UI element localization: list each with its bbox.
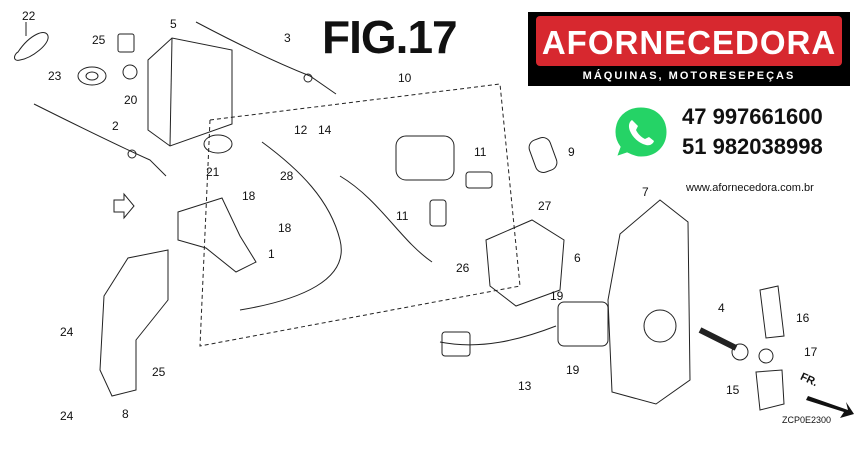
bolt-part: [698, 327, 738, 351]
callout-number: 16: [796, 311, 810, 325]
callout-number: 11: [474, 145, 487, 159]
callout-number: 6: [574, 251, 581, 265]
grommet-part: [122, 64, 138, 80]
callout-number: 5: [170, 17, 177, 31]
choke-cable-part: [33, 103, 167, 177]
key-part: [465, 171, 493, 189]
callout-number: 19: [566, 363, 580, 377]
clip-hole: [85, 71, 99, 81]
wire-harness-part: [239, 141, 342, 311]
cable-end: [303, 73, 313, 83]
callout-number: 13: [518, 379, 532, 393]
o-ring-part: [758, 348, 774, 364]
callout-number: 27: [538, 199, 552, 213]
callout-number: 7: [642, 185, 649, 199]
cable-end: [127, 149, 137, 159]
whatsapp-icon: [612, 104, 670, 161]
mounting-bracket-part: [485, 219, 565, 307]
cable-tie-part: [14, 32, 49, 61]
callout-number: 9: [568, 145, 575, 159]
brand-name-panel: AFORNECEDORA: [536, 16, 842, 66]
website-link[interactable]: www.afornecedora.com.br: [686, 182, 814, 194]
brand-logo: AFORNECEDORA MÁQUINAS, MOTORESEPEÇAS: [528, 12, 850, 86]
ignition-switch-part: [395, 135, 455, 181]
gasket-part: [759, 285, 785, 339]
callout-number: 25: [152, 365, 166, 379]
diagram-code: ZCP0E2300: [782, 415, 832, 425]
callout-number: 18: [242, 189, 256, 203]
clip-part: [77, 66, 107, 86]
grommet-part: [203, 134, 233, 154]
cover-hole: [643, 309, 677, 343]
callout-number: 20: [124, 93, 138, 107]
callout-number: 15: [726, 383, 740, 397]
callout-number: 2: [112, 119, 119, 133]
callout-number: 17: [804, 345, 818, 359]
callout-number: 4: [718, 301, 725, 315]
bracket-part: [99, 249, 169, 397]
side-cover-part: [607, 199, 691, 405]
phone-number: 51 982038998: [682, 134, 823, 159]
control-panel-part: [177, 197, 257, 273]
callout-number: 26: [456, 261, 470, 275]
direction-arrow-icon: [113, 192, 135, 220]
box-edge: [169, 37, 173, 147]
sensor-unit-part: [557, 301, 609, 347]
callout-number: 12: [294, 123, 308, 137]
callout-number: 3: [284, 31, 291, 45]
cover-part: [528, 137, 558, 173]
key-part: [429, 199, 447, 227]
harness-outline: [199, 83, 521, 347]
bolt-head: [731, 343, 749, 361]
callout-number: 23: [48, 69, 62, 83]
control-box-part: [147, 37, 233, 147]
throttle-cable-part: [195, 21, 337, 95]
connector-part: [441, 331, 471, 357]
callout-number: 8: [122, 407, 129, 421]
callout-number: 18: [278, 221, 292, 235]
callout-number: 1: [268, 247, 275, 261]
callout-number: 28: [280, 169, 294, 183]
seal-part: [755, 369, 785, 411]
callout-number: 10: [398, 71, 412, 85]
callout-number: 14: [318, 123, 332, 137]
direction-arrow-icon: [806, 396, 854, 418]
callout-number: 22: [22, 9, 36, 23]
callout-number: 21: [206, 165, 220, 179]
callout-number: 24: [60, 325, 74, 339]
wire-harness-part: [339, 175, 433, 263]
callout-number: 19: [550, 289, 564, 303]
brand-name: AFORNECEDORA: [541, 24, 837, 61]
callout-number: 25: [92, 33, 106, 47]
clamp-part: [117, 33, 135, 53]
sensor-wire-part: [439, 325, 557, 346]
figure-title: FIG.17: [322, 11, 458, 63]
phone-number: 47 997661600: [682, 104, 823, 129]
callout-number: 11: [396, 209, 409, 223]
callout-number: 24: [60, 409, 74, 423]
brand-tagline: MÁQUINAS, MOTORESEPEÇAS: [582, 70, 796, 82]
